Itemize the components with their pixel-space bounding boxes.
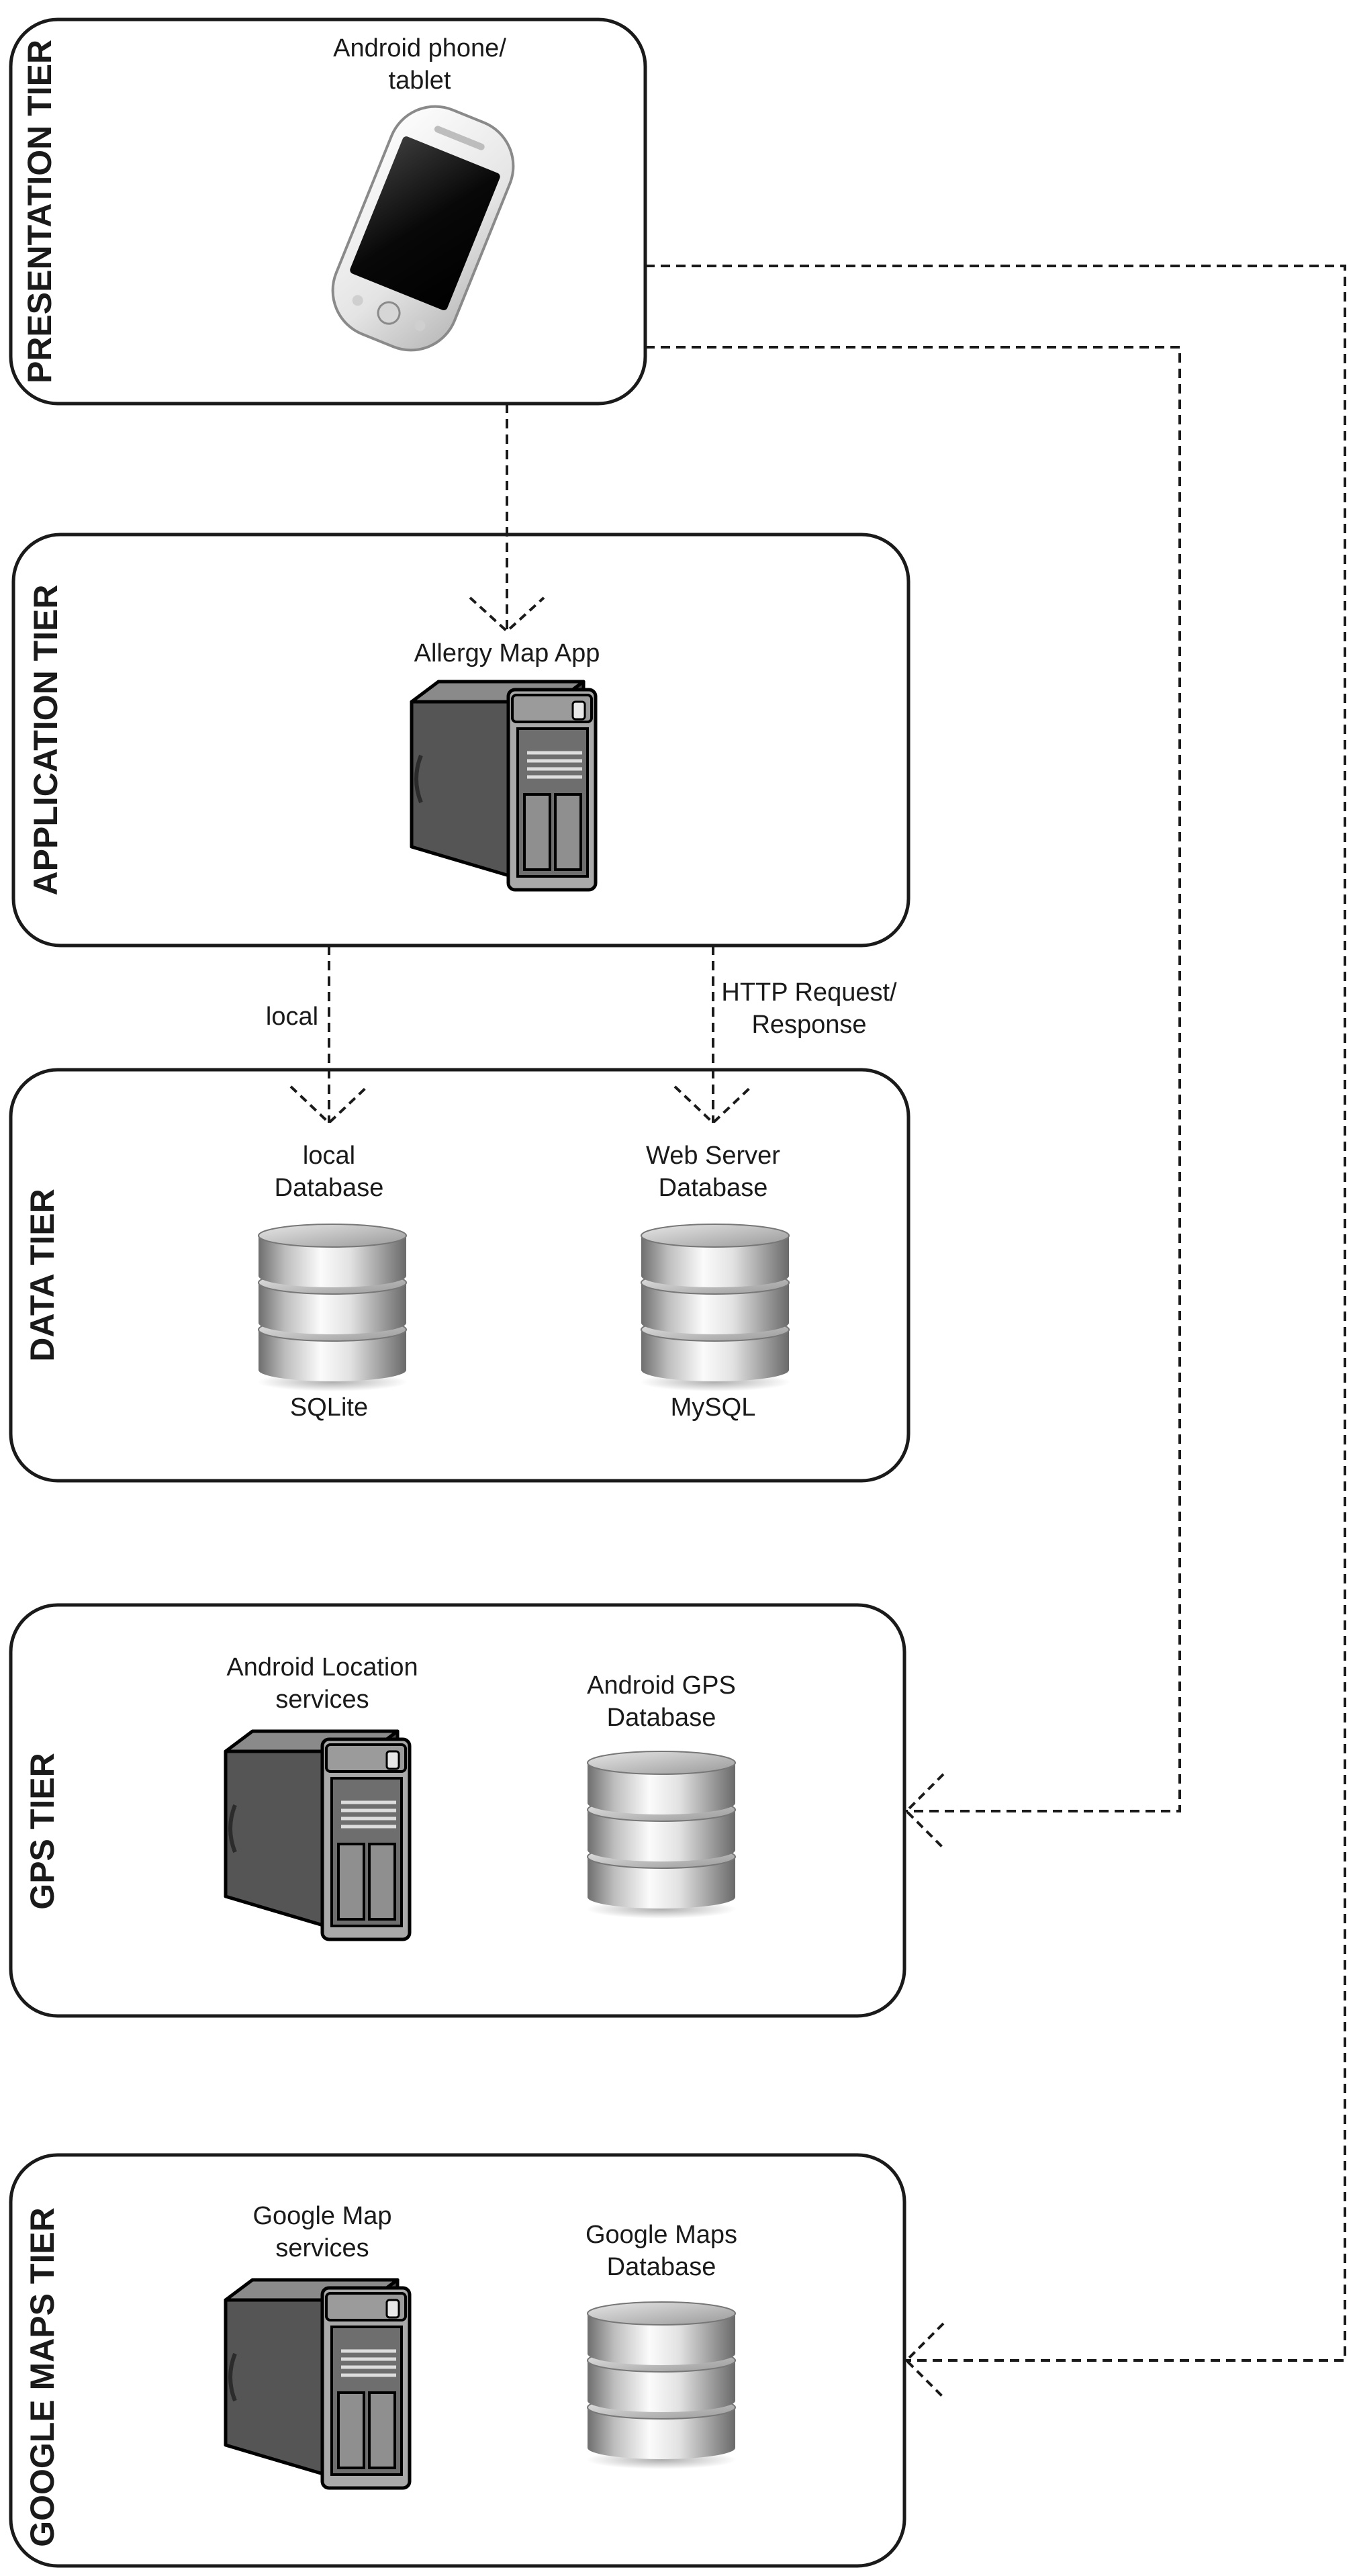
android-gps-database-label-line2: Database	[607, 1704, 716, 1732]
google-maps-database-label-line2: Database	[607, 2253, 716, 2281]
google-maps-database-label-line1: Google Maps	[586, 2221, 737, 2249]
gps-arrow-head	[904, 1773, 945, 1849]
android-location-label-line2: services	[275, 1686, 369, 1714]
application-arrow-head	[469, 596, 545, 633]
device-label-line2: tablet	[389, 66, 451, 95]
google-map-services-label-line2: services	[275, 2234, 369, 2262]
presentation-to-gps-connector	[645, 346, 1181, 1812]
allergy-map-app-label: Allergy Map App	[414, 639, 600, 668]
smartphone-icon	[331, 105, 515, 352]
local-db-arrow-head	[289, 1085, 369, 1125]
http-connection-label-line1: HTTP Request/	[721, 978, 897, 1007]
database-icon	[639, 1224, 791, 1392]
local-database-label-line2: Database	[275, 1174, 384, 1202]
google-maps-tier-title: GOOGLE MAPS TIER	[24, 2207, 61, 2547]
gps-tier-box	[9, 1603, 906, 2018]
data-tier-title: DATA TIER	[24, 1189, 61, 1361]
application-tier-title: APPLICATION TIER	[27, 585, 64, 896]
local-database-label-line1: local	[303, 1142, 355, 1170]
presentation-tier-box	[9, 17, 647, 406]
web-server-database-label-line2: Database	[659, 1174, 768, 1202]
web-db-arrow-head	[673, 1085, 753, 1125]
http-connection-label-line2: Response	[751, 1011, 866, 1039]
web-server-database-label-line1: Web Server	[646, 1142, 780, 1170]
mysql-label: MySQL	[671, 1393, 756, 1422]
database-icon	[256, 1224, 408, 1392]
google-maps-tier-box	[9, 2153, 906, 2568]
presentation-to-google-maps-connector	[645, 265, 1346, 2362]
android-gps-database-label-line1: Android GPS	[587, 1671, 736, 1700]
sqlite-label: SQLite	[290, 1393, 368, 1422]
google-maps-arrow-head	[904, 2322, 945, 2399]
device-label-line1: Android phone/	[333, 34, 506, 62]
android-location-label-line1: Android Location	[226, 1653, 418, 1682]
presentation-tier-title: PRESENTATION TIER	[21, 40, 58, 383]
database-icon	[586, 1751, 737, 1919]
local-connection-label: local	[266, 1003, 318, 1031]
gps-tier-title: GPS TIER	[24, 1753, 61, 1909]
database-icon	[586, 2301, 737, 2470]
google-map-services-label-line1: Google Map	[252, 2202, 391, 2230]
